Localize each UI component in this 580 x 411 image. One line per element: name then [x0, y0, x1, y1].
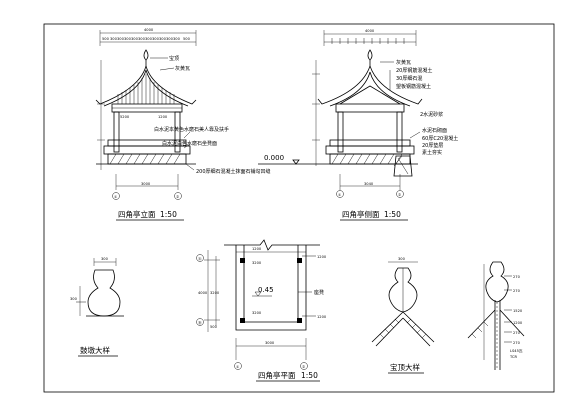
plan-axis-a: Ⓐ	[198, 256, 202, 261]
section-dims: 270 270 1520 1200 270 270 LS45瓦 TCR	[504, 275, 523, 359]
drum-detail: 300 300 鼓墩大样	[70, 257, 124, 357]
front-axis-2: ②	[176, 195, 179, 199]
side-elevation: 4000 0.000	[258, 29, 458, 221]
svg-text:素土夯实: 素土夯实	[422, 149, 442, 156]
svg-text:500: 500	[102, 37, 110, 41]
svg-text:TCR: TCR	[509, 355, 517, 359]
note-finial: 宝顶	[169, 55, 179, 62]
plan: 1200 0.45 座凳 4000 3200 500 Ⓐ Ⓑ 1200 1200…	[196, 239, 327, 382]
svg-text:300: 300	[152, 37, 160, 41]
plan-scale: 1:50	[301, 371, 318, 380]
svg-text:300: 300	[124, 37, 132, 41]
side-top-dim: 4000	[365, 29, 375, 33]
svg-text:270: 270	[513, 331, 521, 335]
svg-text:20厚垫层: 20厚垫层	[422, 142, 443, 149]
svg-text:2水泥砂浆: 2水泥砂浆	[420, 111, 443, 118]
section-detail: 270 270 1520 1200 270 270 LS45瓦 TCR	[467, 261, 525, 370]
svg-text:300: 300	[166, 37, 174, 41]
plan-caption: 四角亭平面	[258, 370, 296, 380]
side-axis-1: ①	[338, 193, 341, 197]
svg-text:300: 300	[173, 37, 181, 41]
column-nw	[240, 258, 245, 263]
svg-text:水泥石砌面: 水泥石砌面	[422, 127, 447, 134]
side-axis-2: ②	[398, 193, 401, 197]
plan-dim-bottom: 3000	[265, 341, 275, 345]
column-ne	[297, 258, 302, 263]
svg-text:300: 300	[159, 37, 167, 41]
svg-text:1520: 1520	[513, 309, 523, 313]
side-bottom-dim: 3040	[364, 182, 374, 186]
front-mid-dim-2: 1200	[158, 115, 168, 119]
svg-text:1200: 1200	[513, 321, 523, 325]
svg-text:300: 300	[145, 37, 153, 41]
side-notes: 灰黄瓦 20厚钢筋混凝土 30厚细石混 望板钢筋混凝土 水泥石砌面 60厚C20…	[380, 59, 458, 156]
plan-dim-side-3: 500	[210, 325, 218, 329]
svg-text:270: 270	[513, 341, 521, 345]
plan-dim-side-1: 4000	[198, 291, 208, 295]
plan-axis-b: Ⓑ	[198, 320, 202, 325]
svg-text:300: 300	[117, 37, 125, 41]
plan-dim-side-2: 3200	[210, 291, 220, 295]
plan-col-dim-3: 3200	[252, 261, 262, 265]
front-elevation: 4000 500 300 300 300 300 300 300 300 300…	[95, 28, 271, 221]
svg-text:270: 270	[513, 289, 521, 293]
finial-detail: 300 宝顶大样	[371, 257, 435, 374]
svg-text:60厚C20混凝土: 60厚C20混凝土	[422, 135, 458, 142]
svg-text:30厚细石混: 30厚细石混	[396, 75, 422, 82]
front-caption: 四角亭立面	[118, 209, 156, 219]
svg-text:LS45瓦: LS45瓦	[510, 348, 523, 353]
plan-axis-1: ①	[236, 365, 239, 369]
plan-elevation: 0.45	[258, 286, 274, 294]
plan-seat-label: 座凳	[314, 289, 324, 296]
plan-col-dim-1: 1200	[317, 255, 327, 259]
sheet-border	[43, 23, 555, 393]
column-sw	[240, 318, 245, 323]
svg-text:灰黄瓦: 灰黄瓦	[396, 59, 411, 66]
plan-col-dim-2: 3200	[252, 311, 262, 315]
front-scale: 1:50	[160, 210, 177, 219]
elevation-mark: 0.000	[264, 154, 284, 162]
column-se	[297, 318, 302, 323]
front-top-dim: 4000	[144, 28, 154, 32]
finial-dim: 300	[398, 257, 406, 261]
svg-text:270: 270	[513, 275, 521, 279]
note-railing: 白水泥本黄色水磨石美人靠及扶手	[154, 126, 229, 133]
note-tile: 灰黄瓦	[175, 65, 190, 72]
note-base: 200厚细石混凝土抹面石铺勾凹缝	[196, 168, 271, 175]
side-caption: 四角亭侧面	[342, 209, 380, 219]
front-bottom-dim: 3000	[141, 182, 151, 186]
svg-text:20厚钢筋混凝土: 20厚钢筋混凝土	[396, 67, 432, 74]
drum-dim-side: 300	[70, 297, 78, 301]
svg-text:300: 300	[131, 37, 139, 41]
front-top-subdims: 500 300 300 300 300 300 300 300 300 300 …	[102, 37, 191, 41]
front-mid-dim-1: 5200	[120, 115, 130, 119]
front-axis-1: ①	[114, 195, 117, 199]
note-seat: 白水泥白色水磨石坐凳面	[162, 140, 217, 147]
plan-axis-2: ②	[302, 365, 305, 369]
drum-dim-top: 300	[101, 257, 109, 261]
side-scale: 1:50	[384, 210, 401, 219]
drum-caption: 鼓墩大样	[80, 345, 110, 355]
finial-caption: 宝顶大样	[390, 362, 420, 372]
svg-text:300: 300	[138, 37, 146, 41]
svg-text:望板钢筋混凝土: 望板钢筋混凝土	[396, 83, 431, 90]
svg-text:300: 300	[110, 37, 118, 41]
plan-dim-top: 1200	[252, 247, 262, 251]
plan-col-dim-4: 1200	[317, 315, 327, 319]
svg-text:500: 500	[183, 37, 191, 41]
